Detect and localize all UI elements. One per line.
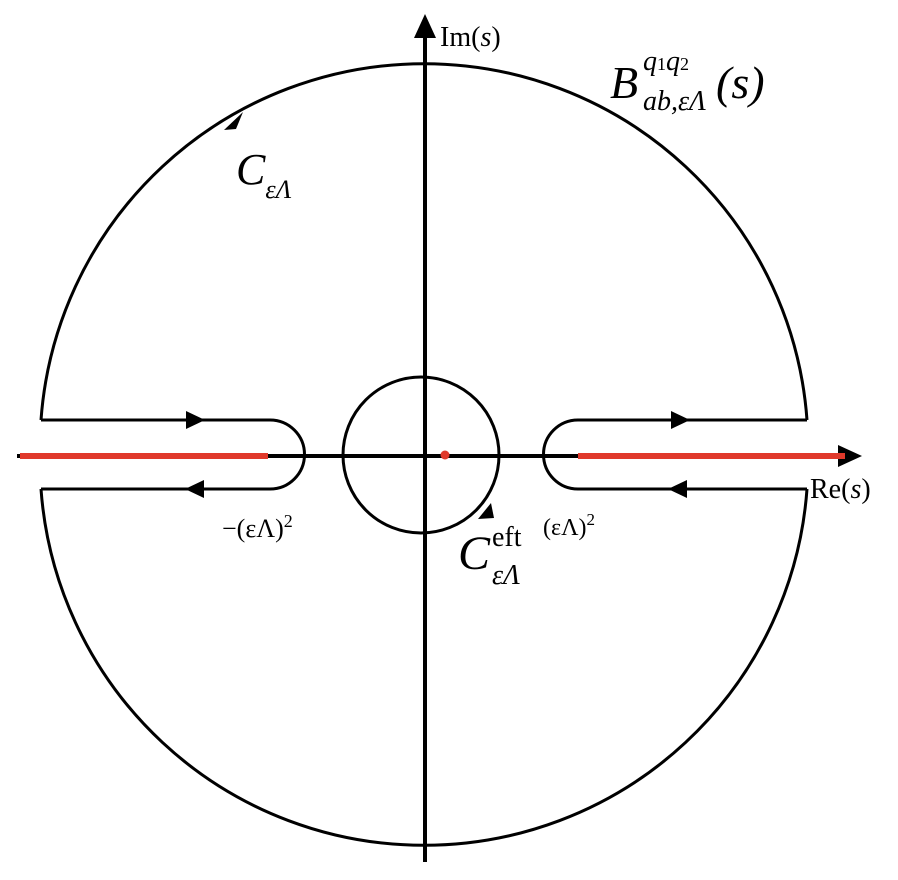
left-branch-point-label: −(εΛ)2 xyxy=(222,511,293,543)
outer-arc-arrow xyxy=(224,112,243,130)
real-axis-arrowhead xyxy=(838,445,862,467)
right-upper-arrow xyxy=(671,411,690,429)
outer-contour-label: CεΛ xyxy=(236,145,292,204)
left-lower-arrow xyxy=(185,480,204,498)
eft-contour-arrow xyxy=(478,503,494,519)
left-upper-arrow xyxy=(186,411,205,429)
pole-point xyxy=(440,450,450,460)
right-lower-arrow xyxy=(668,480,687,498)
function-label: B q1q2 ab,εΛ (s) xyxy=(610,46,765,117)
imaginary-axis-arrowhead xyxy=(414,14,436,38)
right-branch-point-label: (εΛ)2 xyxy=(543,510,595,541)
eft-contour-label: C eft εΛ xyxy=(458,522,522,591)
real-axis-label: Re(s) xyxy=(810,474,871,505)
imaginary-axis-label: Im(s) xyxy=(440,22,501,53)
